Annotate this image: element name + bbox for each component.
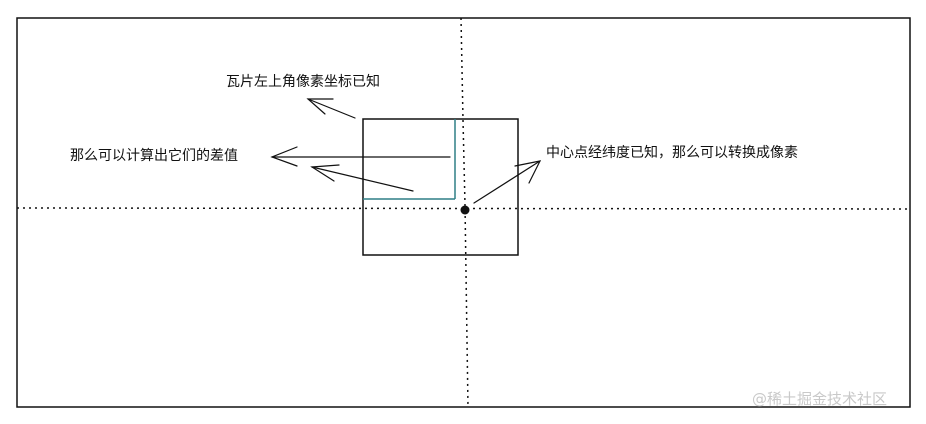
arrow-center-point — [473, 160, 542, 204]
horizontal-dotted-axis — [16, 207, 911, 210]
difference-label: 那么可以计算出它们的差值 — [70, 148, 238, 164]
vertical-dotted-axis — [460, 17, 469, 408]
map-frame — [16, 17, 911, 408]
center-point — [460, 205, 470, 215]
arrow-difference-upper — [270, 146, 451, 167]
arrow-tile-corner — [306, 98, 356, 119]
tile-rectangle — [362, 118, 519, 256]
center-point-label: 中心点经纬度已知，那么可以转换成像素 — [546, 145, 798, 161]
arrow-difference-lower — [310, 164, 414, 192]
watermark: @稀土掘金技术社区 — [752, 390, 888, 408]
tile-pixel-label: 瓦片左上角像素坐标已知 — [226, 74, 380, 90]
